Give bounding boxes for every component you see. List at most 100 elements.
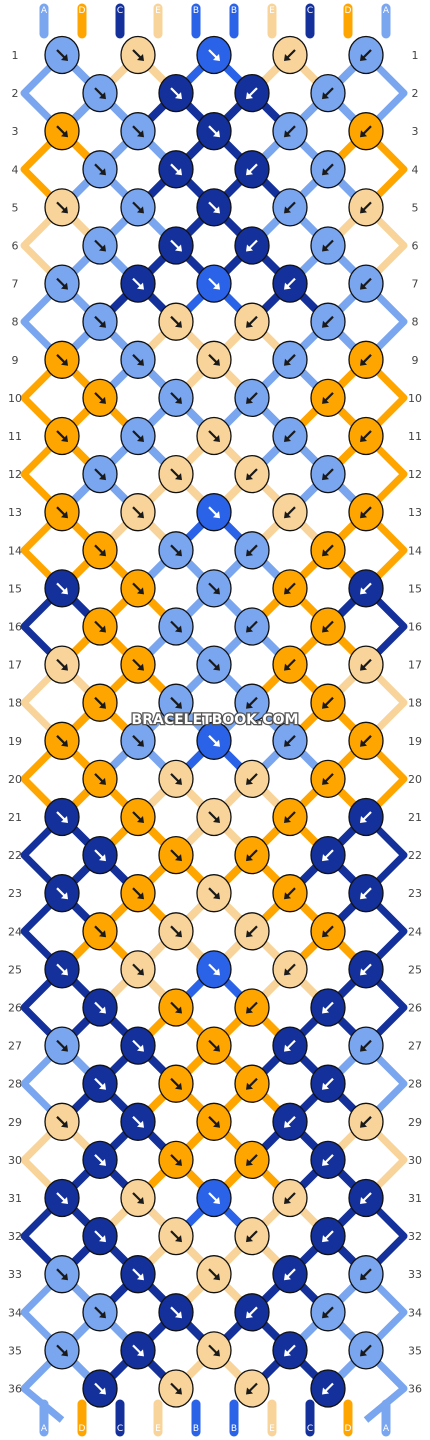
- knot: [82, 531, 118, 570]
- knot-arrow-head: [137, 739, 144, 747]
- knot: [234, 454, 270, 494]
- knot: [120, 874, 156, 913]
- knot-arrow-head: [99, 168, 106, 176]
- knot: [158, 531, 194, 570]
- knot-arrow-head: [137, 816, 144, 823]
- knot-arrow-head: [284, 968, 291, 976]
- knot-arrow-head: [137, 892, 144, 900]
- row-number-left: 8: [12, 316, 19, 329]
- row-number-right: 20: [408, 773, 422, 786]
- row-number-left: 13: [8, 506, 22, 519]
- knot: [44, 950, 80, 989]
- row-number-left: 35: [8, 1344, 22, 1357]
- knot-arrow-head: [284, 663, 291, 671]
- knot-arrow-head: [322, 854, 329, 862]
- knot-arrow-head: [246, 92, 253, 100]
- knot: [158, 454, 194, 494]
- string-label-bottom: D: [345, 1424, 352, 1434]
- row-number-left: 11: [8, 430, 22, 443]
- knot: [234, 531, 270, 570]
- knot: [82, 378, 118, 418]
- knot-arrow-head: [322, 1311, 329, 1319]
- row-number-right: 9: [412, 354, 419, 367]
- knot-arrow-head: [246, 701, 253, 709]
- knot-arrow-head: [322, 1082, 329, 1090]
- knot: [348, 721, 384, 760]
- knot-arrow-head: [213, 968, 220, 976]
- knot: [348, 188, 384, 227]
- row-number-right: 4: [412, 163, 419, 176]
- knot-arrow-head: [284, 358, 291, 366]
- knot-arrow-head: [322, 930, 329, 938]
- row-number-right: 5: [412, 201, 419, 214]
- knot-arrow-head: [99, 396, 106, 404]
- knot-arrow-head: [322, 549, 329, 557]
- row-number-right: 7: [412, 278, 419, 291]
- knot-arrow-head: [213, 435, 220, 442]
- row-number-left: 14: [8, 544, 22, 557]
- knot-arrow-head: [213, 130, 220, 138]
- knot: [44, 493, 80, 532]
- knot-arrow-head: [246, 854, 253, 862]
- knot-arrow-head: [99, 1006, 106, 1014]
- row-number-left: 21: [8, 811, 22, 824]
- row-number-left: 22: [8, 849, 22, 862]
- knot-arrow-head: [284, 1120, 291, 1128]
- knot: [82, 150, 118, 189]
- row-number-right: 34: [408, 1306, 422, 1319]
- knot-arrow-head: [284, 816, 291, 823]
- knot: [310, 759, 346, 799]
- row-number-right: 15: [408, 582, 422, 595]
- knot-arrow-head: [360, 1120, 367, 1128]
- row-number-right: 30: [408, 1154, 422, 1167]
- knot: [234, 1216, 270, 1256]
- knot-arrow-head: [246, 168, 253, 176]
- knot: [348, 340, 384, 379]
- knot-arrow-head: [322, 1158, 329, 1166]
- knot: [196, 569, 232, 608]
- knot: [44, 264, 80, 303]
- knot-arrow-head: [61, 1273, 68, 1281]
- knot: [272, 721, 308, 760]
- row-number-right: 36: [408, 1383, 422, 1396]
- knot-arrow-head: [99, 777, 106, 785]
- knot-arrow-head: [137, 511, 144, 519]
- row-number-left: 23: [8, 887, 22, 900]
- knot: [120, 264, 156, 303]
- knot-arrow-head: [360, 282, 367, 290]
- knot: [348, 1255, 384, 1294]
- knot-arrow-head: [175, 777, 182, 785]
- row-number-left: 17: [8, 659, 22, 672]
- knot-arrow-head: [284, 739, 291, 747]
- knot: [120, 797, 156, 837]
- knot: [82, 1216, 118, 1256]
- knot-arrow-head: [360, 892, 367, 900]
- knot-arrow-head: [99, 930, 106, 938]
- knot: [234, 1064, 270, 1103]
- knot: [272, 569, 308, 608]
- knot: [44, 1331, 80, 1370]
- knot: [82, 607, 118, 646]
- knot: [120, 1102, 156, 1141]
- knot-arrow-head: [284, 1349, 291, 1357]
- knot: [120, 1331, 156, 1370]
- knot-arrow-head: [284, 587, 291, 595]
- knot: [272, 1102, 308, 1141]
- knot: [234, 607, 270, 646]
- knot: [234, 988, 270, 1027]
- knot: [120, 416, 156, 456]
- knot-arrow-head: [246, 320, 253, 328]
- knot-arrow-head: [61, 1349, 68, 1357]
- knot-arrow-head: [360, 130, 367, 138]
- string-label-bottom: B: [193, 1424, 199, 1434]
- knot-arrow-head: [175, 320, 182, 328]
- knot: [120, 340, 156, 379]
- knot-arrow-head: [99, 1235, 106, 1243]
- knot: [348, 950, 384, 989]
- knot: [44, 721, 80, 760]
- knot: [44, 112, 80, 151]
- knot-arrow-head: [61, 892, 68, 900]
- row-number-right: 26: [408, 1002, 422, 1015]
- row-number-left: 6: [12, 240, 19, 253]
